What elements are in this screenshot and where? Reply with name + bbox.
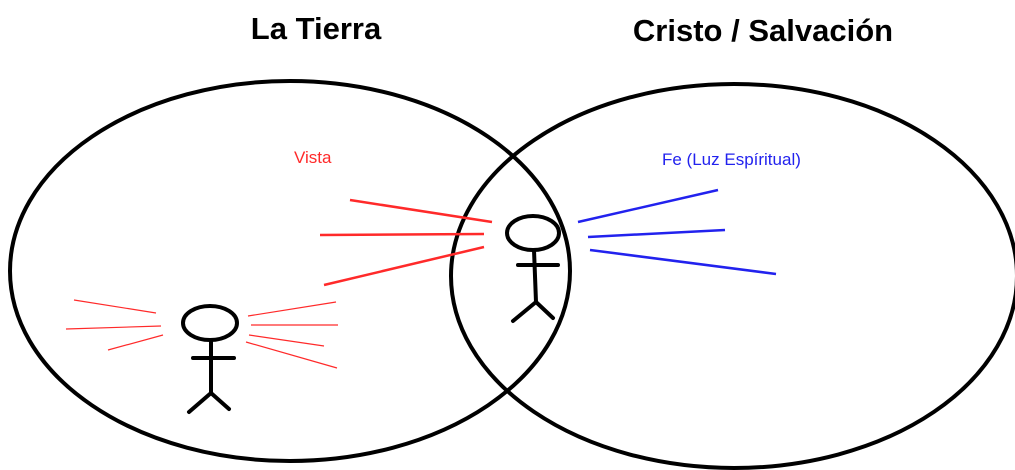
believer-figure xyxy=(505,214,561,323)
earthly-head xyxy=(181,304,239,342)
vista-rays-earth-figure xyxy=(65,299,338,369)
believer-head xyxy=(505,214,561,252)
earth-circle xyxy=(8,79,572,463)
right-region-title: Cristo / Salvación xyxy=(633,13,893,48)
left-region-title: La Tierra xyxy=(251,11,382,46)
fe-rays xyxy=(577,188,777,276)
vista-label: Vista xyxy=(294,148,332,167)
fe-label: Fe (Luz Espíritual) xyxy=(662,150,801,169)
christ-salvation-circle xyxy=(449,82,1015,470)
earthly-figure xyxy=(181,304,239,414)
vista-rays-center xyxy=(319,198,493,287)
